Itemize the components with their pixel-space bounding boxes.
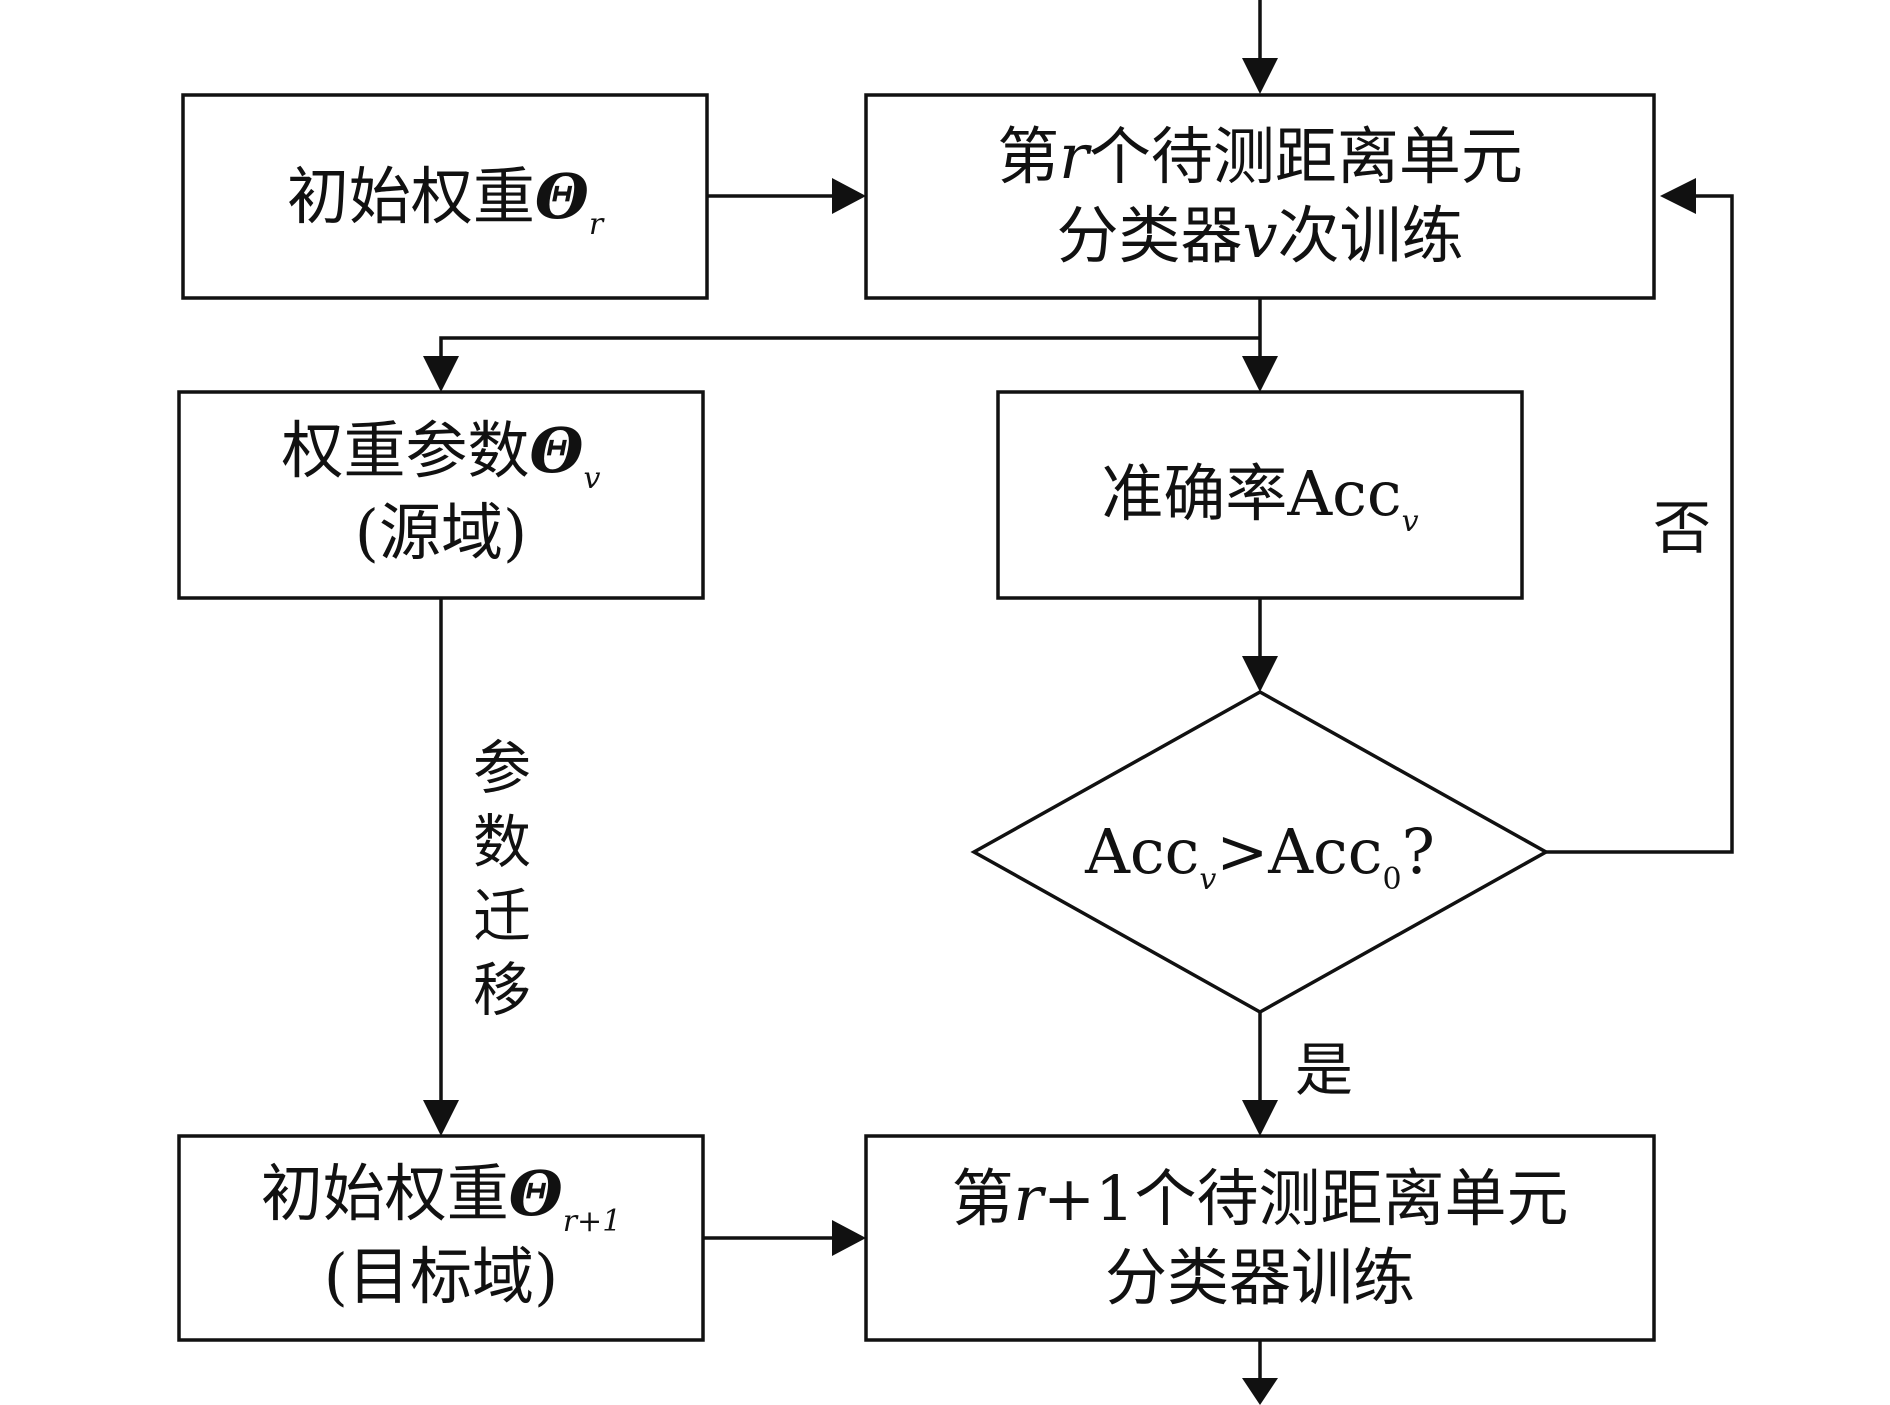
node-train-r1-line2: 分类器训练 xyxy=(1105,1241,1415,1314)
node-weight-param-v: 权重参数Θv (源域) xyxy=(177,390,705,600)
node-train-r1: 第r+1个待测距离单元 分类器训练 xyxy=(864,1134,1656,1342)
yes-arrowhead xyxy=(1242,1100,1278,1136)
exit-arrowhead xyxy=(1242,1378,1278,1405)
connectors xyxy=(423,0,1734,1405)
node-train-r1-box xyxy=(864,1134,1656,1342)
node-decision-diamond xyxy=(970,689,1550,1015)
node-weight-param-v-box xyxy=(177,390,705,600)
node-init-weight-r-label: 初始权重Θr xyxy=(287,160,605,242)
init-to-train-arrowhead xyxy=(832,178,866,214)
edge-label-transfer: 参 数 迁 移 xyxy=(473,734,531,1024)
edge-label-transfer-char: 迁 xyxy=(473,882,531,950)
edge-label-transfer-char: 参 xyxy=(473,734,531,802)
transfer-arrowhead xyxy=(423,1100,459,1136)
node-train-r-line1: 第r个待测距离单元 xyxy=(997,120,1523,193)
node-accuracy: 准确率Accv xyxy=(996,390,1524,600)
train-to-weight-line xyxy=(439,336,1260,364)
no-loop-line xyxy=(1546,194,1734,854)
node-train-r1-line1: 第r+1个待测距离单元 xyxy=(951,1162,1568,1235)
node-decision-label: Accv>Acc0? xyxy=(1084,815,1435,897)
node-accuracy-label: 准确率Accv xyxy=(1101,457,1418,539)
node-train-r-line2: 分类器v次训练 xyxy=(1056,199,1463,272)
entry-arrowhead xyxy=(1242,58,1278,94)
node-init-weight-r1-box xyxy=(177,1134,705,1342)
train-to-accuracy-arrowhead xyxy=(1242,356,1278,392)
node-init-weight-r1: 初始权重Θr+1 (目标域) xyxy=(177,1134,705,1342)
node-decision: Accv>Acc0? xyxy=(970,689,1550,1015)
node-weight-param-v-line1: 权重参数Θv xyxy=(282,414,601,496)
edge-label-no: 否 xyxy=(1653,494,1711,562)
init-r1-to-train-r1-arrowhead xyxy=(832,1220,866,1256)
edge-label-transfer-char: 数 xyxy=(473,808,531,876)
node-train-r: 第r个待测距离单元 分类器v次训练 xyxy=(864,93,1656,300)
node-train-r-box xyxy=(864,93,1656,300)
node-weight-param-v-line2: (源域) xyxy=(355,496,527,569)
node-init-weight-r1-line2: (目标域) xyxy=(324,1240,558,1313)
node-init-weight-r-box xyxy=(181,93,709,300)
edge-label-yes: 是 xyxy=(1295,1036,1353,1104)
node-init-weight-r: 初始权重Θr xyxy=(181,93,709,300)
node-accuracy-box xyxy=(996,390,1524,600)
no-loop-arrowhead xyxy=(1660,178,1696,214)
edge-label-transfer-char: 移 xyxy=(473,956,531,1024)
train-to-weight-arrowhead xyxy=(423,356,459,392)
accuracy-to-decision-arrowhead xyxy=(1242,656,1278,692)
node-init-weight-r1-line1: 初始权重Θr+1 xyxy=(261,1157,622,1239)
